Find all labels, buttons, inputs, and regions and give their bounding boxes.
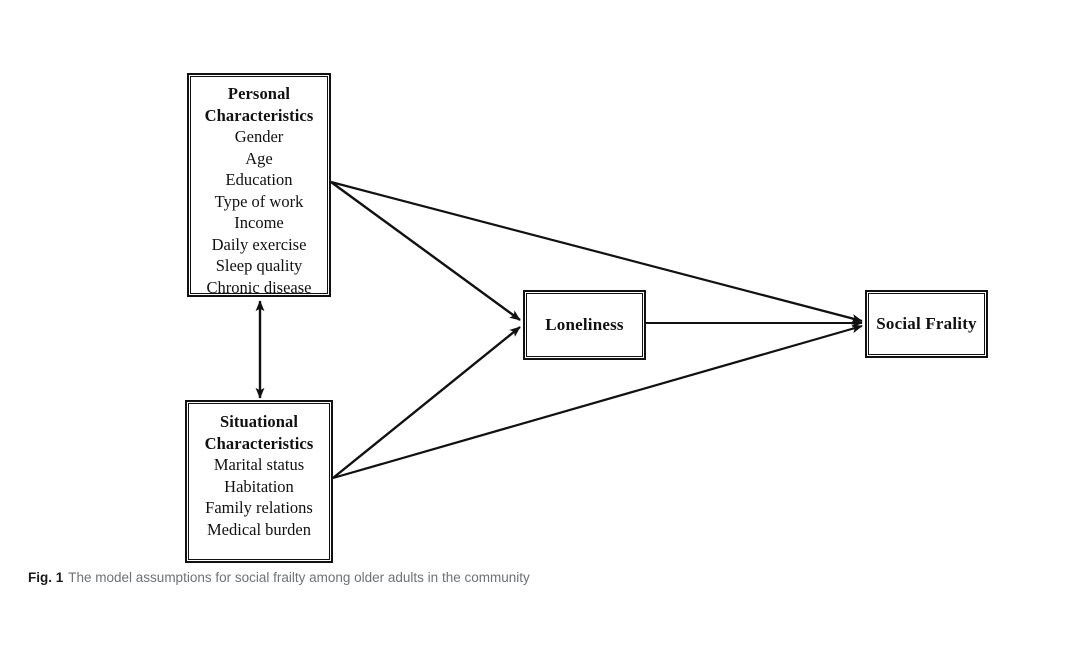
list-item: Medical burden <box>206 519 311 539</box>
list-item: Marital status <box>213 455 305 474</box>
node-situational-title: Situational Characteristics <box>204 412 314 453</box>
node-personal-title: Personal Characteristics <box>204 84 314 125</box>
edge-personal-to-loneliness <box>330 181 521 321</box>
node-social-frailty: Social Frality <box>865 290 988 358</box>
list-item: Age <box>245 148 273 168</box>
node-situational-list: Marital status Habitation Family relatio… <box>205 454 313 540</box>
list-item: Chronic disease <box>206 277 312 297</box>
node-loneliness: Loneliness <box>523 290 646 360</box>
figure-caption-label: Fig. 1 <box>28 570 64 585</box>
node-social-frailty-label: Social Frality <box>876 314 977 333</box>
list-item: Income <box>234 213 284 232</box>
node-personal-characteristics: Personal Characteristics Gender Age Educ… <box>187 73 331 297</box>
list-item: Habitation <box>224 476 294 496</box>
figure-caption-text: The model assumptions for social frailty… <box>68 570 530 585</box>
figure-caption: Fig. 1 The model assumptions for social f… <box>28 568 1048 587</box>
node-personal-list: Gender Age Education Type of work Income… <box>207 126 312 298</box>
list-item: Gender <box>234 127 284 146</box>
edge-personal-to-social-frailty <box>330 180 863 323</box>
edge-situational-to-loneliness <box>332 326 521 479</box>
list-item: Type of work <box>214 191 304 211</box>
edge-situational-to-social-frailty <box>332 324 863 480</box>
node-loneliness-label: Loneliness <box>545 315 624 334</box>
list-item: Family relations <box>205 498 313 517</box>
list-item: Sleep quality <box>215 256 303 275</box>
node-situational-characteristics: Situational Characteristics Marital stat… <box>185 400 333 563</box>
list-item: Education <box>225 170 293 189</box>
list-item: Daily exercise <box>211 234 307 254</box>
